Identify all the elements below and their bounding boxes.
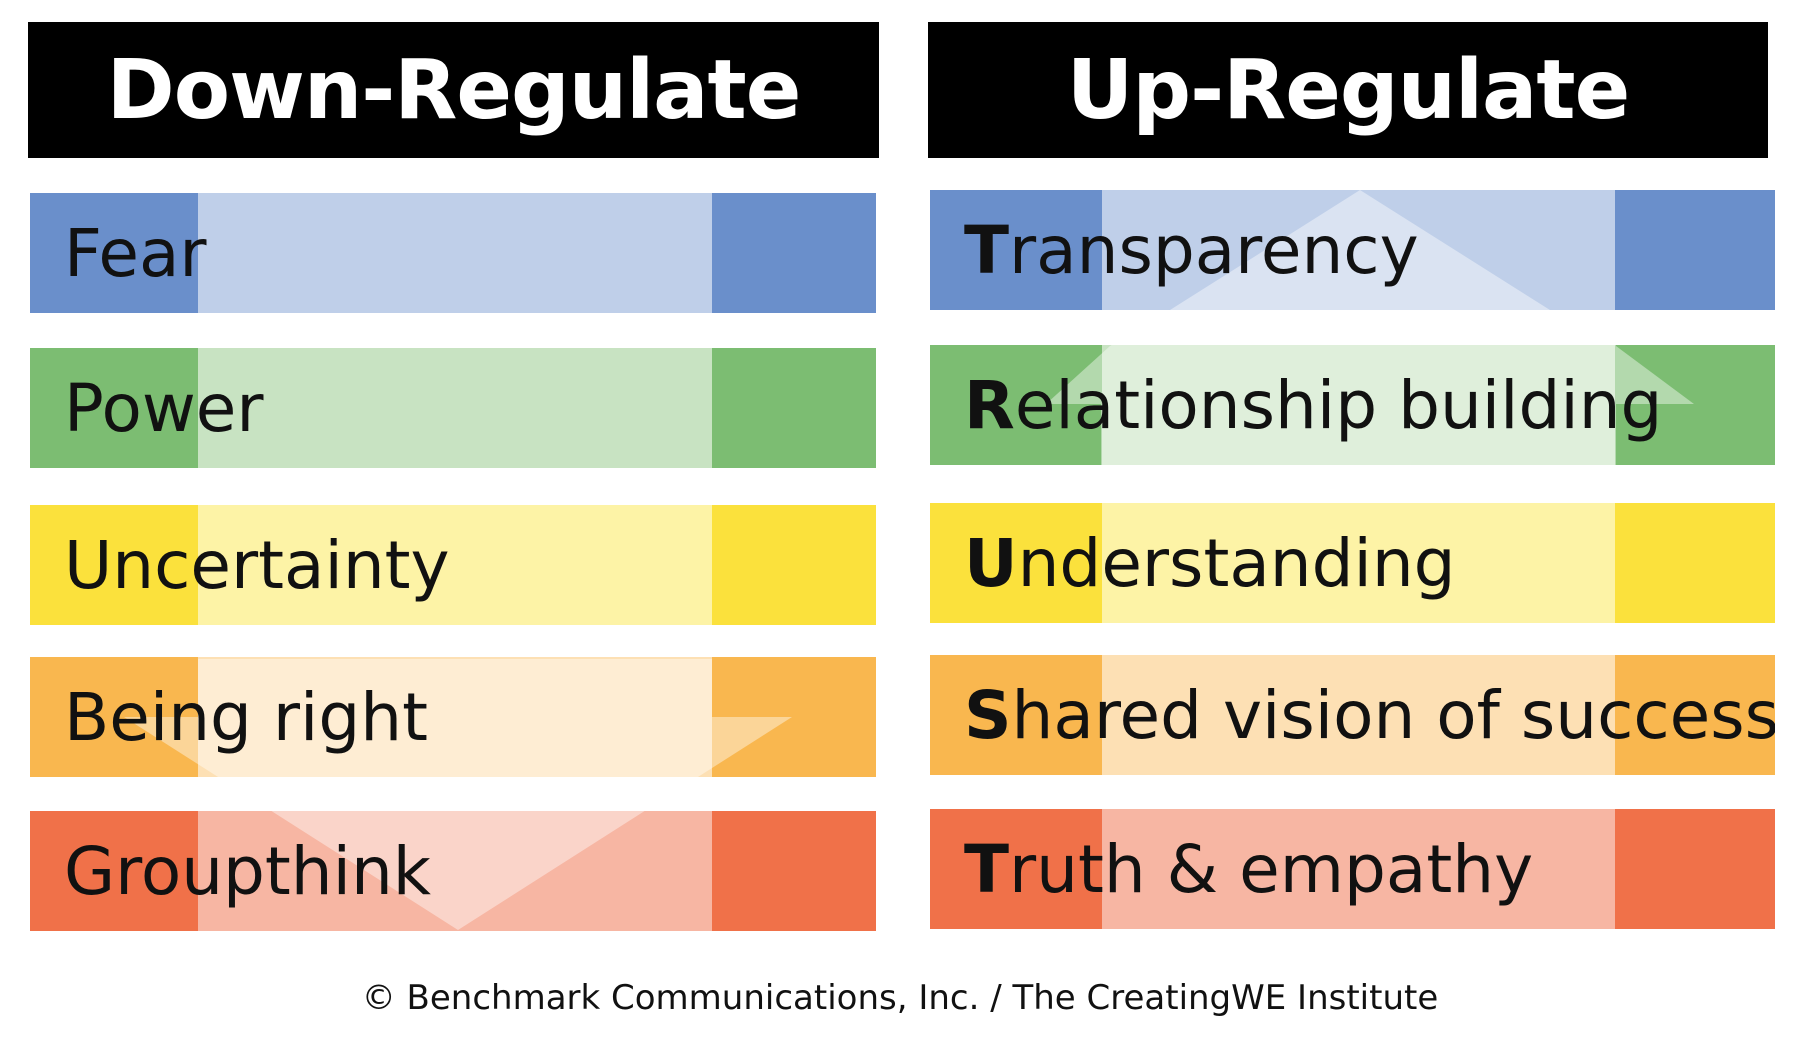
down-regulate-title: Down-Regulate [106, 42, 802, 138]
band-edge-right [1615, 503, 1775, 623]
band-center [1102, 190, 1615, 310]
band-edge-right [1615, 190, 1775, 310]
band-edge-right [1615, 345, 1775, 465]
band-center [198, 348, 712, 468]
band-edge-left [930, 503, 1102, 623]
band-center [1102, 503, 1615, 623]
band-edge-left [30, 193, 198, 313]
band-edge-right [712, 505, 876, 625]
band-center [198, 505, 712, 625]
band-fear: Fear [30, 193, 876, 313]
band-center [1102, 345, 1615, 465]
band-edge-left [930, 655, 1102, 775]
up-regulate-title: Up-Regulate [1066, 42, 1630, 138]
down-regulate-header: Down-Regulate [28, 22, 879, 158]
band-edge-right [712, 348, 876, 468]
band-label: Fear [64, 214, 207, 292]
band-edge-right [712, 657, 876, 777]
band-center [198, 657, 712, 777]
band-edge-left [930, 809, 1102, 929]
copyright-footer: © Benchmark Communications, Inc. / The C… [361, 978, 1439, 1018]
band-edge-right [712, 193, 876, 313]
band-center [198, 811, 712, 931]
band-center [1102, 809, 1615, 929]
up-regulate-header: Up-Regulate [928, 22, 1768, 158]
band-uncertainty: Uncertainty [30, 505, 876, 625]
band-center [1102, 655, 1615, 775]
band-being-right: Being right [30, 657, 876, 777]
band-edge-right [1615, 809, 1775, 929]
band-label: Being right [64, 678, 428, 756]
band-edge-left [30, 657, 198, 777]
band-edge-left [930, 345, 1102, 465]
band-label: Groupthink [64, 832, 432, 910]
band-edge-left [930, 190, 1102, 310]
band-edge-right [1615, 655, 1775, 775]
band-label: Uncertainty [64, 526, 450, 604]
band-edge-left [30, 505, 198, 625]
band-label: Power [64, 369, 264, 447]
band-power: Power [30, 348, 876, 468]
band-edge-right [712, 811, 876, 931]
band-center [198, 193, 712, 313]
band-edge-left [30, 348, 198, 468]
band-edge-left [30, 811, 198, 931]
band-groupthink: Groupthink [30, 811, 876, 931]
